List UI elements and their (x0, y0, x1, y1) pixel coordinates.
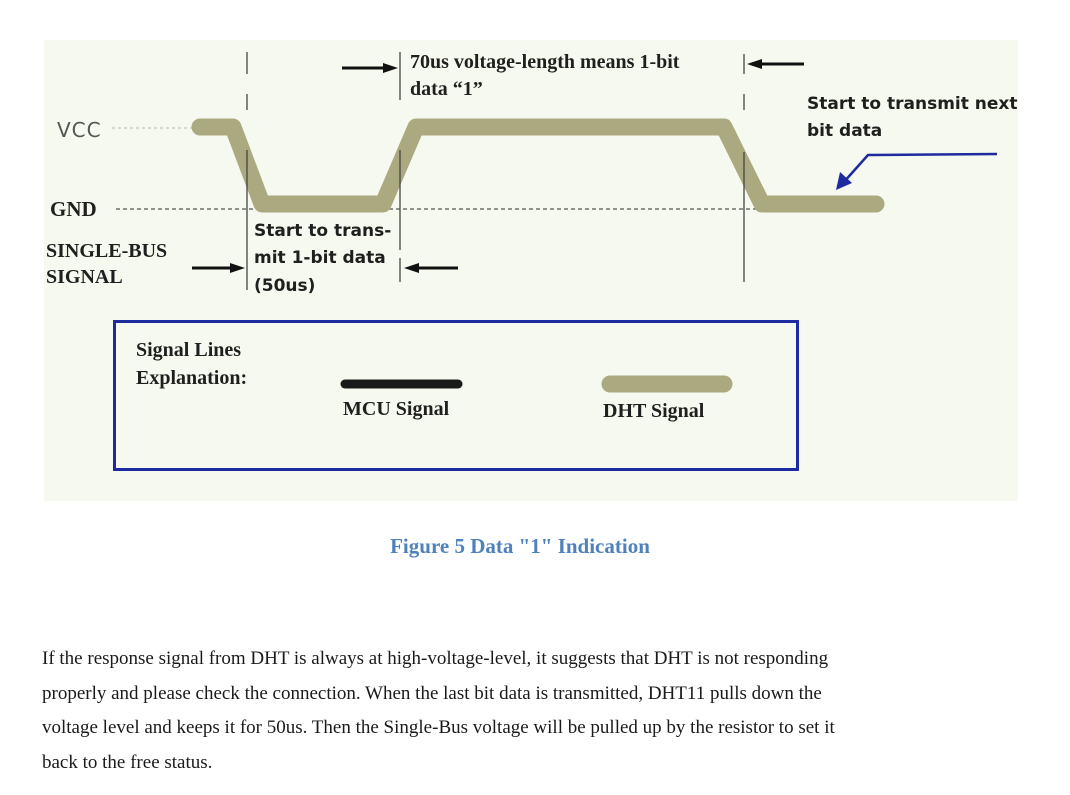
start-annotation-line3: (50us) (254, 276, 316, 296)
start-annotation-line2: mit 1-bit data (254, 248, 386, 268)
bottom-left-arrow-head (230, 263, 245, 273)
bottom-right-arrow-head (404, 263, 419, 273)
top-annotation-line1: 70us voltage-length means 1-bit (410, 51, 680, 73)
legend-title-line2: Explanation: (136, 367, 248, 389)
dht-signal-label: DHT Signal (603, 400, 705, 422)
body-paragraph: If the response signal from DHT is alway… (42, 648, 835, 773)
legend-title-line1: Signal Lines (136, 339, 242, 361)
start-annotation-line1: Start to trans- (254, 221, 392, 241)
figure-panel (44, 40, 1018, 501)
top-annotation-line2: data “1” (410, 78, 483, 100)
top-left-arrow-head (383, 63, 398, 73)
gnd-label: GND (50, 197, 97, 221)
bus-label-line1: SINGLE-BUS (46, 240, 168, 262)
vcc-label: VCC (57, 118, 102, 142)
timing-diagram (112, 52, 998, 393)
mcu-signal-label: MCU Signal (343, 398, 450, 420)
next-bit-arrow-head (836, 172, 852, 190)
next-bit-arrow (842, 152, 998, 184)
next-annotation-line2: bit data (807, 121, 883, 141)
legend-box (113, 320, 799, 471)
top-right-arrow-head (747, 59, 762, 69)
figure-caption: Figure 5 Data "1" Indication (390, 534, 650, 558)
dht-signal-waveform (191, 118, 885, 213)
next-annotation-line1: Start to transmit next (807, 94, 1018, 114)
timing-markers (246, 52, 745, 290)
bus-label-line2: SIGNAL (46, 266, 123, 288)
